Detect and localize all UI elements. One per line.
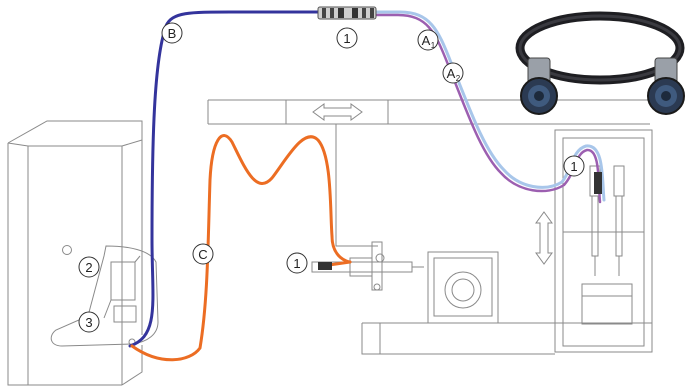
callout-1-right: 1 xyxy=(570,159,577,174)
callout-3: 3 xyxy=(85,315,92,330)
coiled-cable-with-connectors-icon xyxy=(520,16,684,114)
callout-a2-sub: 2 xyxy=(456,74,461,83)
callout-labels: B 1 A 1 A 2 1 C 2 3 1 xyxy=(85,26,577,330)
callout-1-injector: 1 xyxy=(293,256,300,271)
line-art xyxy=(8,100,652,385)
callout-1-top: 1 xyxy=(343,31,350,46)
overhead-rail xyxy=(208,100,650,170)
connector-top xyxy=(318,7,376,19)
base-plate xyxy=(362,323,652,354)
callout-a2: A xyxy=(447,66,456,81)
pump-unit xyxy=(428,252,498,323)
callouts xyxy=(79,23,584,332)
cable-b xyxy=(130,12,318,346)
callout-b: B xyxy=(168,26,177,41)
callout-2: 2 xyxy=(85,260,92,275)
callout-a1-sub: 1 xyxy=(431,41,436,50)
callout-a1: A xyxy=(422,33,431,48)
double-arrow-vertical-icon xyxy=(536,212,552,264)
connector-bench xyxy=(594,172,602,194)
connector-injector xyxy=(318,262,332,270)
double-arrow-horizontal-icon xyxy=(313,104,362,120)
cable-c xyxy=(132,136,350,360)
callout-c: C xyxy=(198,247,207,262)
